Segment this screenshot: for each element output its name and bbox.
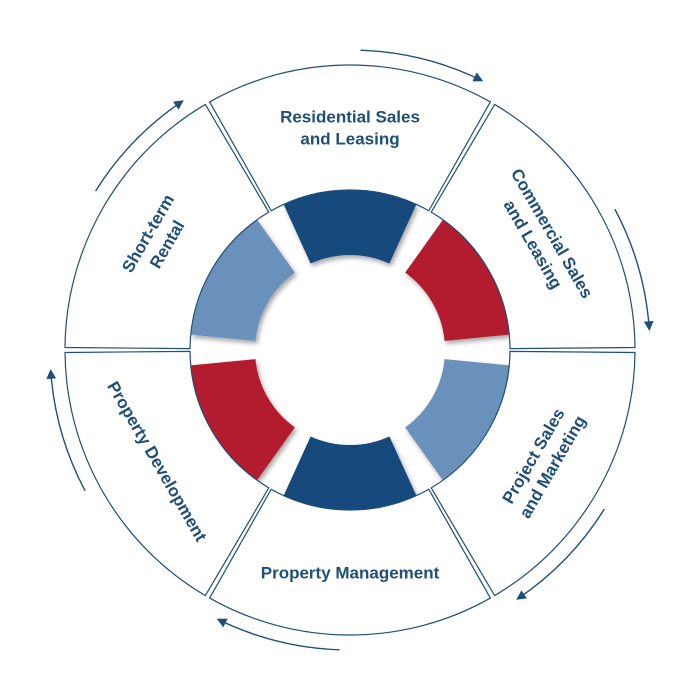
label-box-development — [64, 350, 270, 597]
ring-segment-project — [405, 359, 510, 481]
cycle-arrows — [46, 49, 654, 651]
segment-label-line: and Leasing — [300, 130, 399, 149]
label-box-commercial — [430, 103, 636, 350]
segment-label-line: Property Management — [261, 564, 440, 583]
label-box-residential — [208, 64, 492, 212]
label-box-management — [208, 488, 492, 636]
label-box-rental — [64, 103, 270, 350]
ring-segment-residential — [283, 190, 417, 264]
segment-label-line: Residential Sales — [280, 108, 420, 127]
cycle-arrow-residential — [360, 49, 484, 82]
cycle-arrow-management — [216, 618, 340, 651]
ring-segment-rental — [190, 219, 295, 341]
outer-label-boxes — [64, 64, 636, 636]
cycle-arrow-development — [46, 368, 86, 492]
ring-segment-management — [283, 436, 417, 510]
label-box-project — [430, 350, 636, 597]
cycle-arrow-rental — [94, 100, 184, 192]
segment-label-management: Property Management — [261, 564, 440, 583]
cycle-arrow-commercial — [614, 208, 654, 332]
ring-segment-commercial — [405, 219, 510, 341]
inner-ring — [190, 190, 510, 510]
segment-label-residential: Residential Sales and Leasing — [280, 108, 420, 149]
cycle-arrow-project — [516, 508, 606, 600]
ring-segment-development — [190, 359, 295, 481]
